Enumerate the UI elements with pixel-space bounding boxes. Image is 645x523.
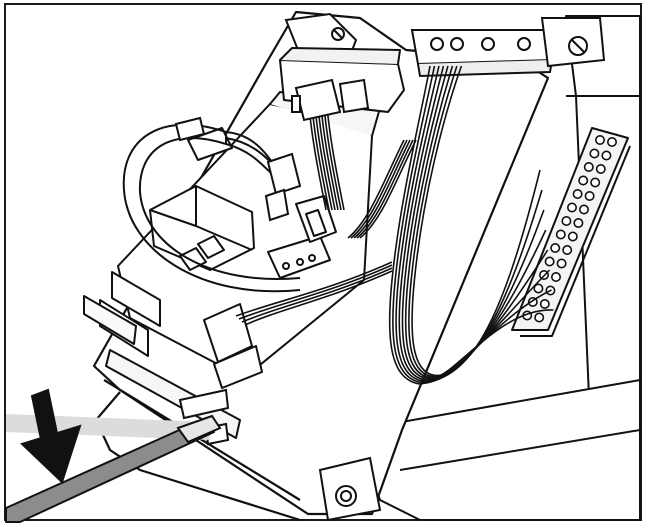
terminal-hole <box>562 245 573 256</box>
terminal-hole <box>590 177 601 188</box>
terminal-hole <box>578 204 589 215</box>
board-wire <box>356 139 414 239</box>
harness-wire <box>411 65 554 377</box>
harness-wire <box>392 65 543 384</box>
board-wire <box>350 139 408 239</box>
terminal-hole <box>567 231 578 242</box>
terminal-holes <box>522 135 617 323</box>
terminal-hole <box>550 243 561 254</box>
board-wire <box>353 139 411 239</box>
terminal-hole <box>566 202 577 213</box>
screwdriver-shaft <box>5 417 215 523</box>
harness-wire <box>401 65 549 380</box>
harness-wire <box>395 65 545 383</box>
wall-screw-right <box>540 17 606 68</box>
wiring-harness <box>235 65 554 385</box>
board-wire <box>359 139 417 239</box>
board-wire <box>244 270 393 326</box>
terminal-hole <box>594 135 605 146</box>
terminal-hole <box>583 162 594 173</box>
board-wire <box>235 261 393 317</box>
terminal-hole <box>573 218 584 229</box>
terminal-hole <box>534 312 545 323</box>
terminal-hole <box>601 150 612 161</box>
control-board <box>83 47 405 439</box>
board-wire <box>241 267 393 323</box>
wall-background <box>355 15 641 521</box>
terminal-hole <box>544 256 555 267</box>
terminal-hole <box>539 298 550 309</box>
board-top-connector <box>291 78 370 122</box>
terminal-hole <box>606 137 617 148</box>
base-screw <box>318 456 382 522</box>
board-wire <box>347 139 405 239</box>
board-wire <box>238 264 393 320</box>
terminal-hole <box>555 229 566 240</box>
screwdriver <box>5 414 222 523</box>
terminal-hole <box>550 271 561 282</box>
terminal-hole <box>595 164 606 175</box>
harness-wire <box>388 65 541 385</box>
arrow-down-icon <box>20 388 82 484</box>
cable-connector <box>264 152 302 222</box>
screwdriver-tip <box>176 414 222 444</box>
terminal-hole <box>533 283 544 294</box>
top-terminal-block <box>410 29 554 78</box>
terminal-hole <box>556 258 567 269</box>
terminal-hole <box>578 175 589 186</box>
terminal-hole <box>589 148 600 159</box>
harness-wire <box>398 65 547 381</box>
terminal-hole <box>561 216 572 227</box>
terminal-hole <box>572 189 583 200</box>
terminal-hole <box>584 191 595 202</box>
